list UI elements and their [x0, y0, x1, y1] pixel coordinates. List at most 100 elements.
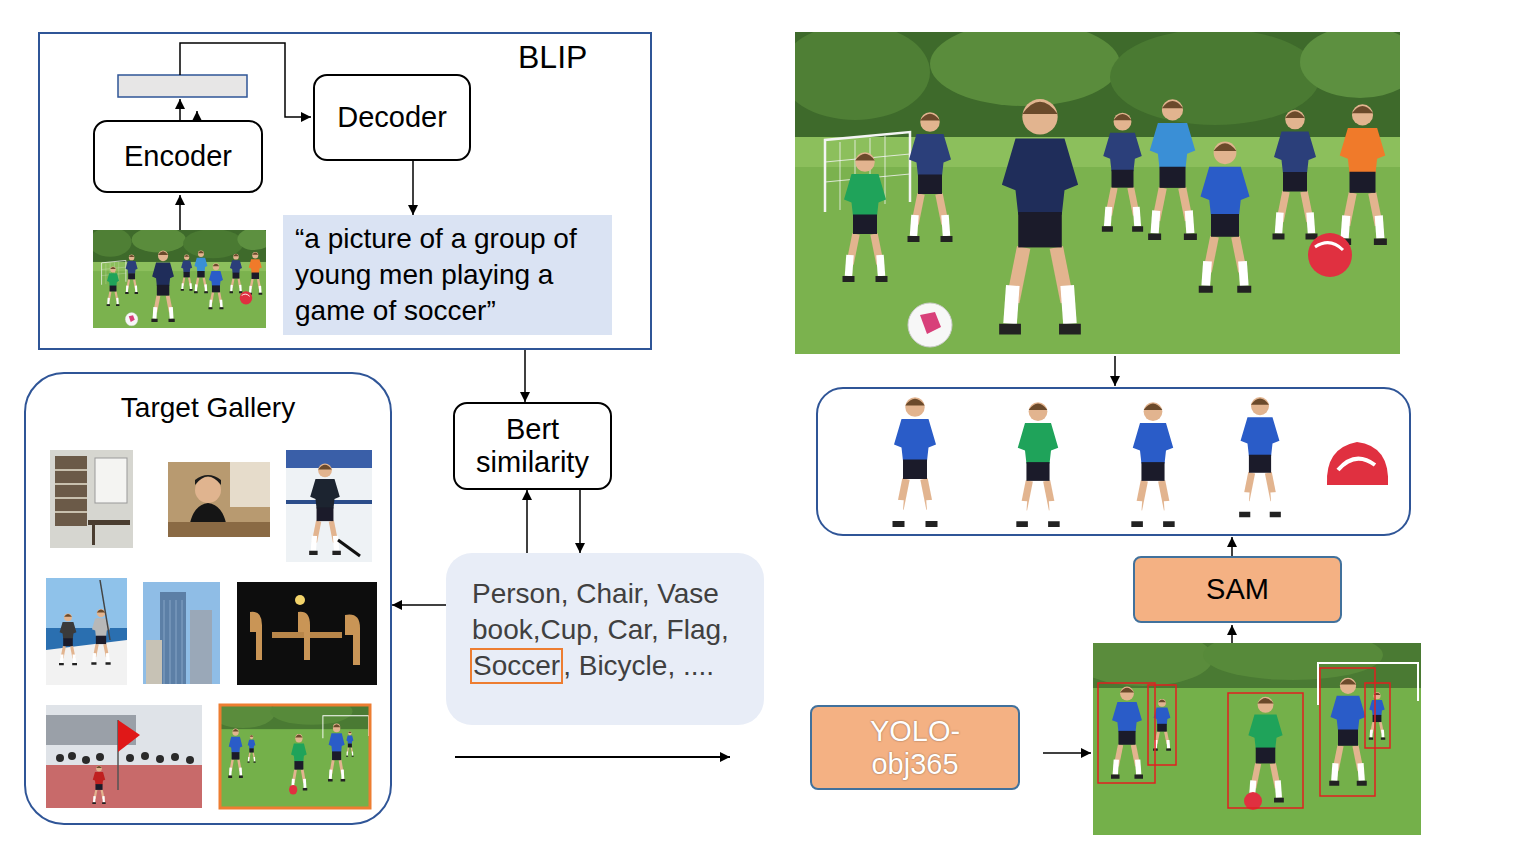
desk-photo — [195, 477, 221, 503]
segment-panel — [1231, 537, 1233, 556]
input-photo — [780, 22, 1420, 386]
model-frame: DecoderEncoder “a picture of a group of y… — [38, 32, 652, 350]
parade-photo — [186, 756, 194, 764]
boat-photo — [59, 613, 77, 664]
boat-photo — [46, 578, 127, 685]
blip-internals — [196, 111, 198, 120]
box-label: , Bicycle, .... — [563, 650, 714, 682]
box-label: “a picture of a group of young men playi… — [295, 221, 606, 329]
blip-internals — [179, 195, 181, 230]
desk-photo — [168, 462, 270, 537]
restaurant-photo — [250, 612, 262, 660]
parade-photo — [82, 756, 90, 764]
hockey-photo — [338, 540, 360, 556]
room-photo — [55, 470, 87, 512]
caption-box: “a picture of a group of young men playi… — [283, 215, 612, 335]
parade-photo — [171, 753, 179, 761]
parade-photo — [92, 766, 105, 804]
soccer-thumbnail — [220, 705, 370, 808]
category-list: SoccerPerson, Chair, Vase book,Cup, Car,… — [446, 553, 764, 725]
input-photo — [1114, 356, 1116, 386]
detection-photo — [1320, 668, 1375, 796]
room-photo — [50, 450, 133, 548]
segmenter-box: SAM — [1133, 556, 1342, 623]
parade-photo — [56, 754, 64, 762]
parade-photo — [68, 752, 76, 760]
box-label: SAM — [1206, 573, 1269, 606]
segment-panel — [893, 397, 938, 524]
detection-photo — [1043, 752, 1091, 754]
restaurant-photo — [298, 612, 310, 660]
hockey-photo — [286, 450, 372, 562]
parade-photo — [126, 754, 134, 762]
blip-internals — [179, 99, 181, 120]
desk-photo — [168, 522, 270, 537]
city-photo — [146, 640, 162, 684]
desk-photo — [168, 462, 270, 537]
parade-photo — [56, 752, 194, 764]
similarity-box: Bert similarity — [453, 402, 612, 490]
city-photo — [143, 582, 220, 684]
parade-photo — [96, 753, 104, 761]
boat-photo — [46, 640, 127, 685]
flow-arrow — [524, 350, 526, 402]
city-photo — [164, 600, 182, 684]
hockey-photo — [309, 464, 341, 553]
soccer-thumbnail — [211, 698, 370, 808]
detection-photo — [1073, 630, 1421, 835]
box-label: Encoder — [124, 140, 232, 173]
input-photo — [780, 22, 1420, 354]
city-photo — [143, 582, 220, 684]
segment-panel — [1338, 459, 1375, 470]
room-photo — [95, 458, 127, 503]
flow-arrow — [579, 490, 581, 553]
box-label: Person, Chair, Vase book,Cup, Car, Flag, — [472, 576, 760, 648]
detection-photo — [1098, 668, 1390, 808]
encoder-box: Encoder — [93, 120, 263, 193]
room-photo — [92, 525, 95, 545]
segment-panel — [1016, 402, 1059, 524]
restaurant-photo — [295, 595, 305, 605]
detection-photo — [1043, 625, 1421, 835]
segment-panel — [817, 388, 1410, 535]
room-photo — [50, 450, 133, 548]
detection-photo — [1098, 683, 1155, 783]
gallery-images — [46, 450, 377, 808]
box-label: Soccer — [473, 650, 560, 682]
desk-photo — [230, 462, 270, 507]
soccer-thumbnail — [211, 698, 370, 808]
restaurant-photo — [237, 582, 377, 685]
box-label: Target Gallery — [26, 392, 390, 424]
highlight-box: Soccer — [470, 648, 563, 684]
parade-photo — [46, 765, 202, 808]
city-photo — [190, 610, 212, 684]
parade-photo — [46, 705, 202, 808]
parade-photo — [156, 755, 164, 763]
hockey-photo — [286, 450, 372, 562]
restaurant-photo — [345, 615, 360, 665]
room-photo — [88, 520, 130, 525]
detector-box: YOLO-obj365 — [810, 705, 1020, 790]
blip-internals — [118, 75, 247, 97]
box-label: YOLO-obj365 — [855, 715, 975, 781]
segment-panel — [817, 388, 1410, 556]
boat-photo — [91, 609, 110, 663]
pipeline-arrow — [455, 757, 730, 758]
detection-photo — [1231, 625, 1233, 643]
segment-panel — [1327, 442, 1388, 485]
parade-photo — [46, 705, 202, 808]
box-label: Decoder — [337, 101, 447, 134]
parade-photo — [141, 752, 149, 760]
flow-arrow — [392, 604, 446, 606]
blip-internals — [89, 227, 272, 328]
gallery-frame: Target Gallery — [24, 372, 392, 825]
segment-panel — [1239, 397, 1281, 514]
boat-photo — [46, 628, 127, 685]
flow-arrow — [412, 161, 414, 215]
box-label: BLIP — [518, 39, 587, 76]
desk-photo — [195, 475, 221, 485]
detection-photo — [1365, 683, 1390, 748]
boat-photo — [100, 580, 110, 640]
flow-arrow — [526, 490, 528, 553]
